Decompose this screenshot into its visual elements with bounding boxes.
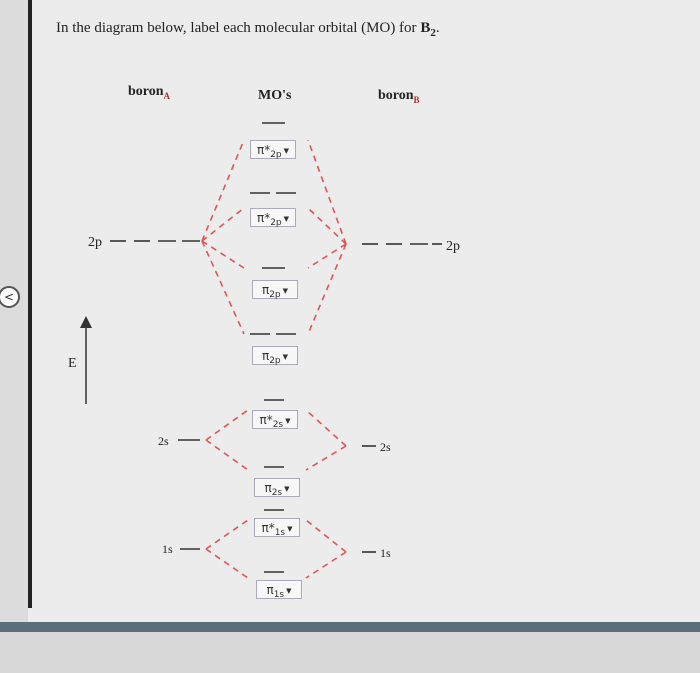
mo-select-symbol: π bbox=[261, 349, 270, 363]
left-2p-label: 2p bbox=[88, 235, 102, 250]
header-boron-b-base: boron bbox=[378, 88, 414, 103]
question-panel bbox=[28, 0, 700, 622]
mo-select-subscript: 2s bbox=[271, 488, 283, 498]
header-boron-a: boronA bbox=[128, 84, 170, 101]
energy-axis-label: E bbox=[68, 356, 77, 371]
left-2s-label: 2s bbox=[158, 434, 169, 448]
molecule-base: B bbox=[420, 20, 431, 36]
mo-select-star: * bbox=[268, 521, 275, 535]
chevron-down-icon: ▼ bbox=[285, 417, 291, 425]
footer-area bbox=[0, 632, 700, 673]
mo-select-pi-star-2p-lower[interactable]: π*2p▼ bbox=[250, 208, 296, 228]
mo-select-symbol: π bbox=[261, 521, 269, 535]
chevron-down-icon: ▼ bbox=[287, 525, 293, 533]
mo-select-subscript: 2p bbox=[269, 356, 281, 366]
mo-select-subscript: 2p bbox=[270, 150, 282, 160]
mo-select-pi-star-2p-upper[interactable]: π*2p▼ bbox=[250, 140, 296, 160]
collapse-nav-button[interactable]: < bbox=[0, 286, 20, 308]
header-boron-b: boronB bbox=[378, 88, 420, 105]
mo-select-star: * bbox=[264, 143, 271, 157]
mo-select-subscript: 2s bbox=[272, 420, 284, 430]
correlation-lines bbox=[201, 139, 347, 579]
chevron-down-icon: ▼ bbox=[283, 147, 290, 155]
mo-select-subscript: 2p bbox=[270, 218, 282, 228]
chevron-down-icon: ▼ bbox=[283, 215, 290, 223]
prompt-text: In the diagram below, label each molecul… bbox=[56, 20, 421, 36]
mo-select-symbol: π bbox=[256, 211, 265, 225]
chevron-down-icon: ▼ bbox=[284, 485, 290, 493]
prompt-end: . bbox=[435, 20, 440, 36]
header-boron-a-base: boron bbox=[128, 84, 164, 99]
mo-select-pi-2p-lower[interactable]: π2p▼ bbox=[252, 346, 298, 366]
molecule-subscript: 2 bbox=[430, 27, 436, 39]
mo-select-subscript: 2p bbox=[269, 290, 281, 300]
chevron-down-icon: ▼ bbox=[282, 353, 289, 361]
mo-select-subscript: 1s bbox=[274, 528, 286, 538]
mo-select-symbol: π bbox=[256, 143, 265, 157]
right-2p-label: 2p bbox=[446, 239, 460, 254]
mo-select-pi-star-2s[interactable]: π*2s▼ bbox=[252, 410, 298, 430]
header-boron-a-subscript: A bbox=[163, 90, 171, 101]
left-border bbox=[28, 0, 32, 608]
mo-select-pi-star-1s[interactable]: π*1s▼ bbox=[254, 518, 300, 538]
question-prompt: In the diagram below, label each molecul… bbox=[56, 20, 440, 39]
mo-select-subscript: 1s bbox=[273, 590, 285, 600]
mo-select-pi-1s[interactable]: π1s▼ bbox=[256, 580, 302, 600]
mo-select-symbol: π bbox=[261, 283, 270, 297]
chevron-left-icon: < bbox=[3, 290, 15, 304]
mo-select-symbol: π bbox=[264, 481, 272, 495]
mo-levels bbox=[250, 122, 296, 573]
bottom-divider bbox=[0, 622, 700, 632]
mo-select-symbol: π bbox=[266, 583, 274, 597]
mo-select-pi-2p-upper[interactable]: π2p▼ bbox=[252, 280, 298, 300]
atomic-levels bbox=[110, 240, 442, 553]
header-boron-b-subscript: B bbox=[413, 94, 420, 105]
right-1s-label: 1s bbox=[380, 546, 391, 560]
mo-select-star: * bbox=[266, 413, 273, 427]
right-2s-label: 2s bbox=[380, 440, 391, 454]
left-1s-label: 1s bbox=[162, 542, 173, 556]
chevron-down-icon: ▼ bbox=[286, 587, 292, 595]
mo-select-symbol: π bbox=[259, 413, 267, 427]
chevron-down-icon: ▼ bbox=[282, 287, 289, 295]
header-mos: MO's bbox=[258, 88, 292, 103]
mo-select-star: * bbox=[264, 211, 271, 225]
mo-select-pi-2s[interactable]: π2s▼ bbox=[254, 478, 300, 498]
